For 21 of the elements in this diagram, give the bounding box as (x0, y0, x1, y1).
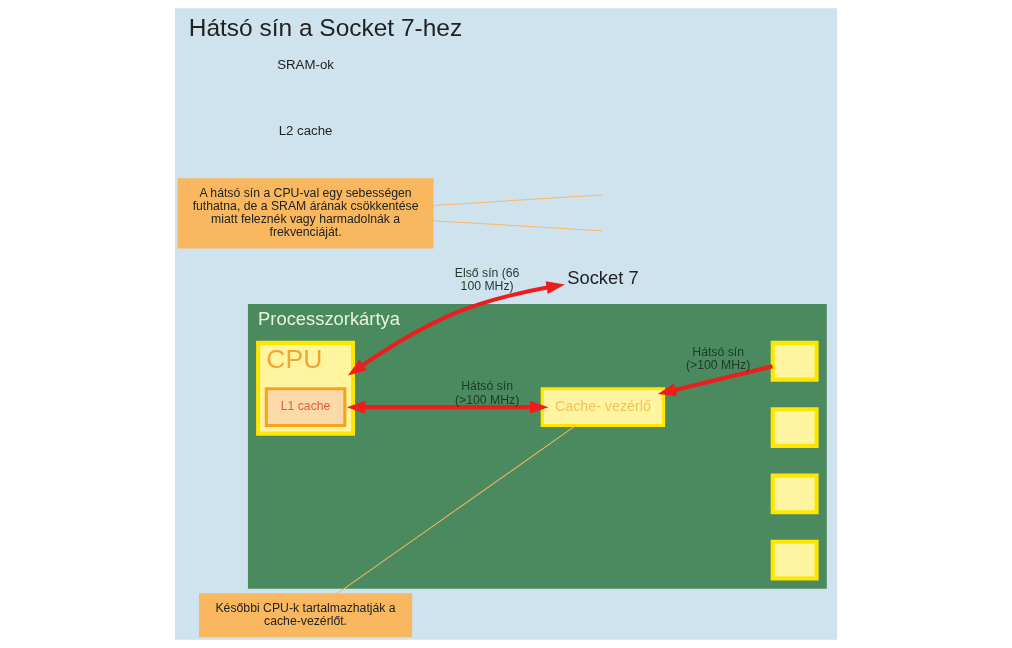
node-box: A hátsó sín a CPU-val egy sebességen futhatna, de a SRAM árának csökkentése miatt feleznék vagy harmadolnák a frekvenciáját. (177, 178, 434, 249)
node-box (770, 473, 819, 515)
arrow (347, 281, 565, 376)
connector (335, 425, 577, 596)
edge-label: Hátsó sín (>100 MHz) (686, 344, 751, 372)
connector (431, 220, 603, 232)
node-box: L1 cache (264, 387, 347, 427)
diagram-title: Hátsó sín a Socket 7-hez (188, 14, 463, 42)
node-text: Socket 7 (567, 267, 639, 289)
node-box (770, 407, 819, 448)
label: SRAM-ok (277, 56, 334, 72)
connector (431, 194, 603, 206)
label: L2 cache (278, 123, 333, 139)
edge-label: Első sín (66 100 MHz) (454, 266, 520, 294)
node-box (770, 340, 819, 382)
edge-label: Hátsó sín (>100 MHz) (455, 379, 520, 407)
arrow (657, 364, 773, 397)
node-box: Későbbi CPU-k tartalmazhatják a cache-vezérlőt. (198, 593, 413, 638)
arrow (346, 400, 549, 414)
node-box (770, 539, 819, 581)
node-box: Cache- vezérlő (540, 387, 666, 427)
